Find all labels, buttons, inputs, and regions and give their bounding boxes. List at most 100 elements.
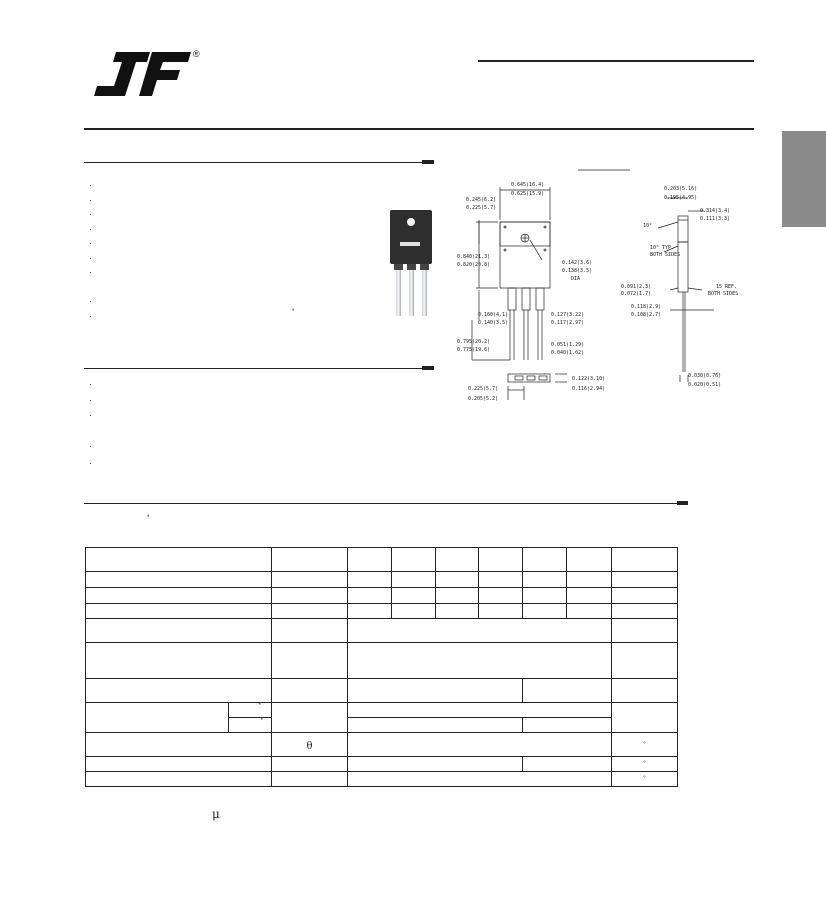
dim-label: DIA — [571, 276, 581, 282]
table-cell — [271, 771, 348, 787]
table-row: * — [86, 717, 678, 733]
table-cell — [347, 771, 612, 787]
mechanical-bullet: · — [89, 396, 92, 405]
table-cell — [611, 702, 678, 733]
table-cell — [566, 571, 612, 588]
table-cell — [85, 732, 272, 757]
table-cell — [391, 587, 436, 604]
dim-label: 0.122(3.10) — [572, 376, 606, 382]
table-cell — [271, 571, 348, 588]
dim-label: 0.645(16.4) — [511, 182, 545, 188]
table-row — [85, 571, 678, 588]
table-cell — [522, 756, 612, 772]
dim-label: 0.127(3.22) — [551, 312, 585, 318]
table-cell — [347, 642, 612, 679]
mechanical-rule-tab — [422, 366, 434, 370]
table-cell — [271, 678, 348, 703]
table-cell — [85, 618, 272, 643]
table-cell — [522, 587, 567, 604]
table-cell — [85, 603, 272, 619]
side-tab — [782, 131, 826, 227]
mechanical-bullet: · — [89, 380, 92, 389]
table-cell — [347, 603, 392, 619]
table-cell — [478, 587, 523, 604]
table-cell — [478, 547, 523, 572]
table-cell — [85, 547, 272, 572]
table-cell — [522, 717, 612, 733]
feature-bullet: · — [89, 254, 92, 263]
cell-mark: * — [260, 718, 263, 724]
mechanical-bullet: · — [89, 459, 92, 468]
table-cell — [522, 678, 612, 703]
table-cell — [611, 678, 678, 703]
table-row — [85, 587, 678, 604]
table-cell — [271, 603, 348, 619]
table-row — [85, 618, 678, 643]
table-cell — [522, 571, 567, 588]
dim-label: 0.111(3.3) — [700, 216, 731, 222]
dim-label: 0.840(21.3) — [457, 254, 491, 260]
table-cell — [611, 547, 678, 572]
dim-label: 0.040(1.02) — [551, 350, 585, 356]
dim-label: 0.138(3.5) — [562, 268, 593, 274]
table-row: θ ° — [85, 732, 678, 757]
table-cell — [611, 642, 678, 679]
table-cell — [347, 547, 392, 572]
table-cell — [566, 603, 612, 619]
table-row — [85, 678, 678, 703]
table-cell — [347, 756, 523, 772]
feature-bullet: · — [89, 210, 92, 219]
dim-label: 0.314(3.4) — [700, 208, 731, 214]
dim-label: 0.820(20.8) — [457, 262, 491, 268]
dim-label: BOTH SIDES — [708, 291, 739, 297]
table-cell: * — [228, 717, 272, 733]
table-cell — [347, 571, 392, 588]
table-cell — [611, 587, 678, 604]
table-cell — [271, 547, 348, 572]
table-cell — [85, 678, 272, 703]
dim-label: BOTH SIDES — [650, 252, 681, 258]
table-row — [85, 642, 678, 679]
table-cell — [85, 642, 272, 679]
table-cell — [85, 756, 272, 772]
table-cell — [347, 587, 392, 604]
features-rule-tab — [422, 160, 434, 164]
table-cell — [435, 603, 479, 619]
package-drawing — [452, 160, 772, 410]
transistor-package-icon — [390, 210, 432, 316]
table-cell — [522, 603, 567, 619]
dim-label: 0.091(2.3) — [621, 284, 652, 290]
table-cell: ° — [611, 771, 678, 787]
table-cell — [347, 732, 612, 757]
dim-label: 0.072(1.7) — [621, 291, 652, 297]
feature-bullet: · — [89, 312, 92, 321]
dim-label: 0.205(5.2) — [468, 396, 499, 402]
table-cell — [478, 571, 523, 588]
ratings-table: * * θ ° ° ° — [85, 547, 678, 787]
dim-label: 0.108(2.7) — [631, 312, 662, 318]
table-cell — [611, 603, 678, 619]
table-cell — [435, 587, 479, 604]
feature-bullet: · — [89, 181, 92, 190]
dim-label: 10° TYP. — [650, 245, 675, 251]
table-cell — [611, 618, 678, 643]
mechanical-bullet: · — [89, 411, 92, 420]
package-outline-drawing — [471, 169, 714, 400]
table-cell — [478, 603, 523, 619]
table-cell: * — [228, 702, 272, 718]
table-cell — [391, 603, 436, 619]
theta-symbol: θ — [306, 740, 313, 752]
table-cell — [85, 571, 272, 588]
dim-label: 0.118(2.9) — [631, 304, 662, 310]
dim-label: 10° — [643, 223, 653, 229]
header-rule — [84, 128, 754, 130]
table-cell — [347, 678, 523, 703]
dim-label: 0.245(6.2) — [466, 197, 497, 203]
title-rule — [478, 60, 754, 62]
table-cell — [347, 702, 612, 718]
ratings-footnote-mark: * — [147, 515, 150, 521]
cell-mark: ° — [643, 776, 646, 782]
table-cell: ° — [611, 732, 678, 757]
dim-label: 0.030(0.76) — [688, 373, 722, 379]
table-cell: ° — [611, 756, 678, 772]
